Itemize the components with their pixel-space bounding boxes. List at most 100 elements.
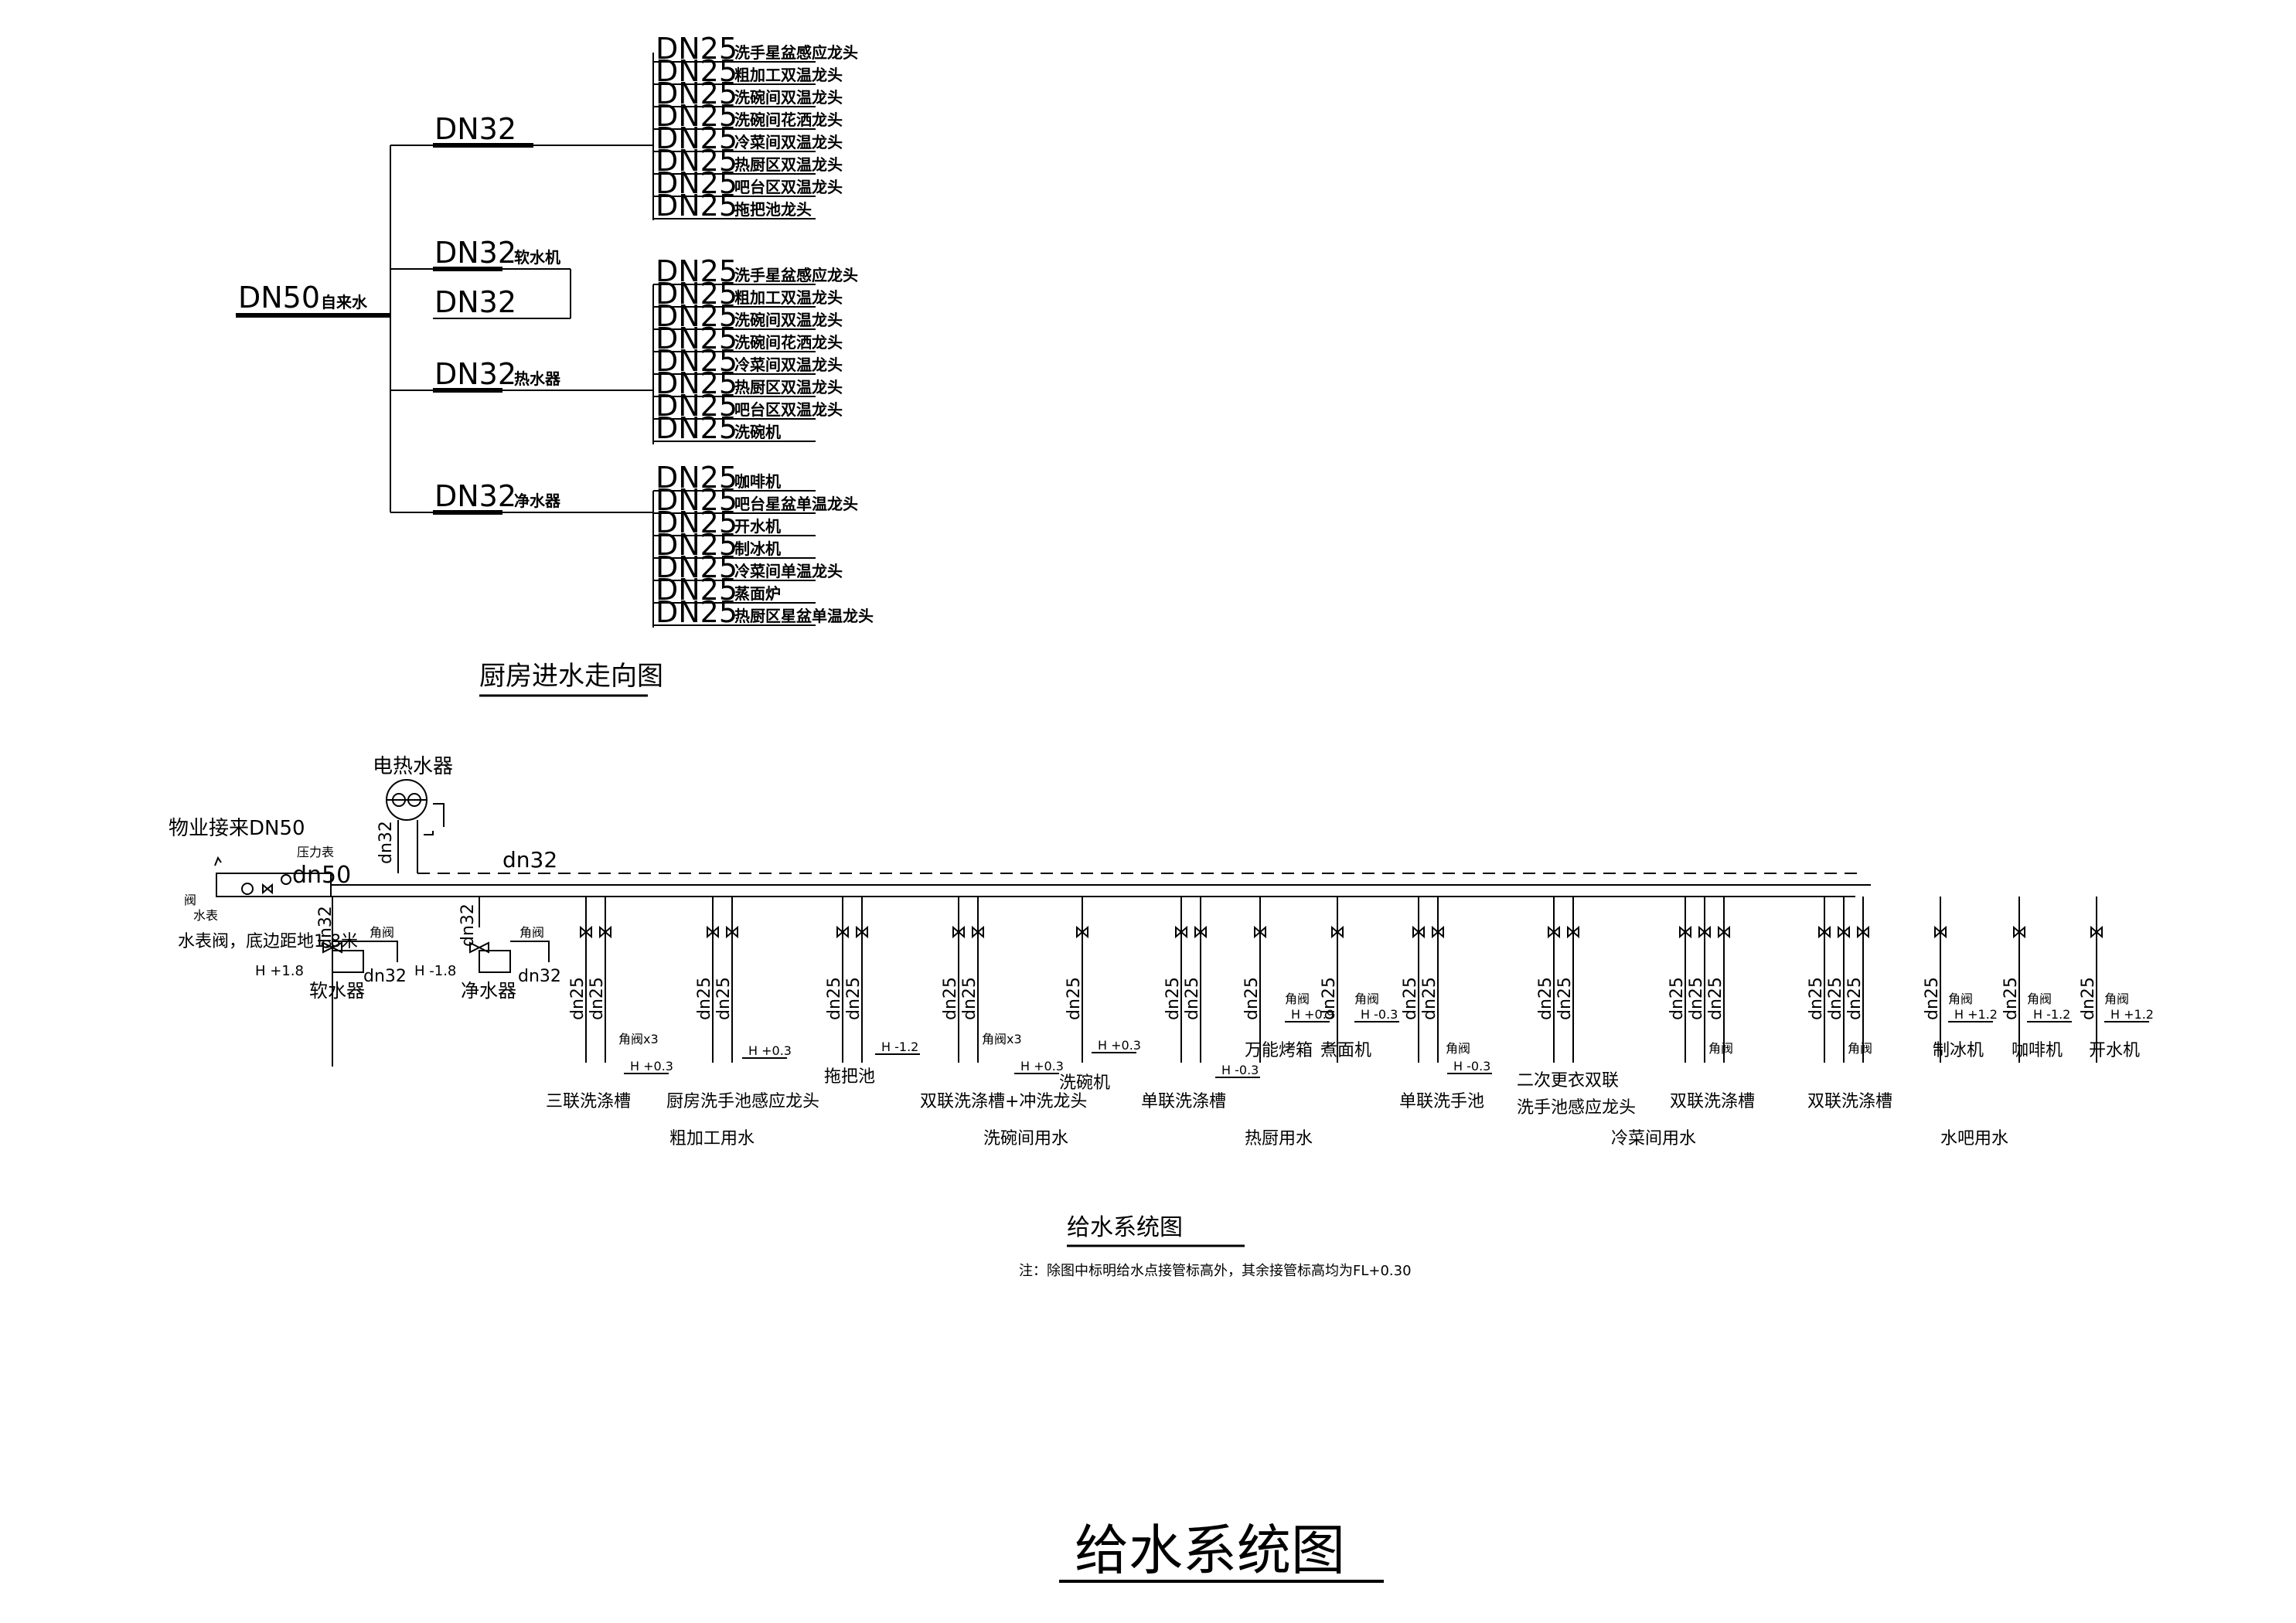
purifier-in-dn: dn32 bbox=[458, 903, 478, 947]
fixture-label: 双联洗涤槽 bbox=[1670, 1092, 1755, 1111]
branch-label: 净水器 bbox=[514, 492, 561, 510]
fixture-dn: DN25 bbox=[656, 389, 738, 423]
riser-dn: dn25 bbox=[588, 977, 607, 1020]
jiaofa-label: 角阀 bbox=[1708, 1041, 1733, 1056]
valve-icon bbox=[2013, 925, 2025, 939]
fixture-dn: DN25 bbox=[656, 54, 738, 88]
height-label: H +1.2 bbox=[2110, 1007, 2154, 1022]
softener-unit bbox=[332, 950, 364, 973]
water-supply-system-diagram: 电热水器 dn32 物业接来DN50 压力表 阀 水表 水表阀，底边距地1.8米… bbox=[169, 755, 2154, 1279]
heater-dn: dn32 bbox=[376, 821, 396, 864]
meter-note: 水表阀，底边距地1.8米 bbox=[178, 932, 358, 951]
fixture-label: 二次更衣双联 bbox=[1517, 1071, 1619, 1091]
main-label: 自来水 bbox=[321, 293, 368, 311]
height-label: H -0.3 bbox=[1221, 1063, 1259, 1077]
valve-icon bbox=[322, 941, 342, 954]
fixture-dn: DN25 bbox=[656, 550, 738, 584]
riser-dn: dn25 bbox=[1536, 977, 1555, 1020]
fixture-dn: DN25 bbox=[656, 595, 738, 629]
system-caption: 给水系统图 bbox=[1067, 1214, 1183, 1241]
fixture-dn: DN25 bbox=[656, 573, 738, 607]
system-note: 注：除图中标明给水点接管标高外，其余接管标高均为FL+0.30 bbox=[1019, 1263, 1412, 1279]
riser-dn: dn25 bbox=[1667, 977, 1687, 1020]
fixture-label: 洗手星盆感应龙头 bbox=[734, 43, 858, 62]
riser-dn: dn25 bbox=[714, 977, 734, 1020]
branch-dn: DN32 bbox=[434, 285, 516, 319]
valve-icon bbox=[856, 925, 868, 939]
fixture-label: 洗碗机 bbox=[1059, 1073, 1110, 1093]
fixture-label: 咖啡机 bbox=[2012, 1041, 2063, 1060]
fixture-dn: DN25 bbox=[656, 121, 738, 155]
fixture-dn: DN25 bbox=[656, 505, 738, 539]
valve-icon bbox=[1194, 925, 1207, 939]
fixture-dn: DN25 bbox=[656, 77, 738, 111]
valve-icon bbox=[1838, 925, 1850, 939]
fixture-label: 洗碗间双温龙头 bbox=[734, 88, 843, 107]
jiaofa-label: 角阀 bbox=[1446, 1041, 1470, 1056]
purifier-unit bbox=[479, 950, 511, 973]
jiaofa-label: 角阀 bbox=[1285, 992, 1310, 1006]
heater-label: 电热水器 bbox=[373, 755, 453, 778]
valve-icon bbox=[580, 925, 592, 939]
valve-icon bbox=[2090, 925, 2103, 939]
riser-dn: dn25 bbox=[1242, 977, 1262, 1020]
valve-icon bbox=[1857, 925, 1869, 939]
fixture-dn: DN25 bbox=[656, 254, 738, 288]
riser-dn: dn25 bbox=[1826, 977, 1845, 1020]
branch-dn: DN32 bbox=[434, 236, 516, 270]
fixture-dn: DN25 bbox=[656, 344, 738, 378]
height-label: H +0.3 bbox=[1020, 1059, 1064, 1073]
valve-icon bbox=[1818, 925, 1831, 939]
riser-dn: dn25 bbox=[2079, 977, 2098, 1020]
jiaofa-label: 角阀 bbox=[1948, 992, 1973, 1006]
branch-dn: DN32 bbox=[434, 479, 516, 513]
fixture-dn: DN25 bbox=[656, 144, 738, 178]
valve-icon bbox=[1934, 925, 1947, 939]
fixture-dn: DN25 bbox=[656, 528, 738, 562]
purifier-label: 净水器 bbox=[461, 980, 516, 1002]
riser-dn: dn25 bbox=[1807, 977, 1826, 1020]
riser-dn: dn25 bbox=[1923, 977, 1942, 1020]
fixture-label: 单联洗涤槽 bbox=[1141, 1092, 1226, 1111]
fixture-dn: DN25 bbox=[656, 299, 738, 333]
riser-dn: dn25 bbox=[695, 977, 714, 1020]
fixture-label: 吧台区双温龙头 bbox=[734, 400, 843, 419]
riser-dn: dn25 bbox=[1555, 977, 1575, 1020]
meter-tag: 压力表 bbox=[297, 845, 334, 859]
valve-icon bbox=[1076, 925, 1088, 939]
valve-icon bbox=[1432, 925, 1444, 939]
purifier-dn: dn32 bbox=[518, 967, 561, 986]
valve-icon bbox=[972, 925, 984, 939]
fixture-label: 冷菜间双温龙头 bbox=[734, 356, 843, 374]
fixture-label: 粗加工双温龙头 bbox=[734, 288, 843, 307]
valve-icon bbox=[707, 925, 719, 939]
water-meter-icon bbox=[241, 883, 254, 895]
branch-label: 热水器 bbox=[514, 369, 561, 388]
riser-dn: dn25 bbox=[568, 977, 588, 1020]
valve-icon bbox=[1412, 925, 1425, 939]
fixture-label: 洗手池感应龙头 bbox=[1517, 1098, 1636, 1118]
height-label: H -0.3 bbox=[1361, 1007, 1398, 1022]
riser-dn: dn25 bbox=[1706, 977, 1725, 1020]
height-label: H -1.2 bbox=[2033, 1007, 2070, 1022]
fixture-label: 制冰机 bbox=[734, 539, 781, 558]
fixture-label: 厨房洗手池感应龙头 bbox=[666, 1092, 819, 1111]
jiaofa-label: 角阀 bbox=[2104, 992, 2129, 1006]
valve-icon bbox=[726, 925, 738, 939]
softener-label: 软水器 bbox=[309, 980, 365, 1002]
purifier-height: H -1.8 bbox=[414, 963, 456, 979]
height-label: H +0.3 bbox=[748, 1043, 792, 1058]
routing-caption: 厨房进水走向图 bbox=[479, 661, 663, 692]
kitchen-inlet-routing-diagram: DN50 自来水 DN32 DN32 软水机 DN32 DN32 热水器 DN3… bbox=[236, 32, 874, 697]
zone-label: 洗碗间用水 bbox=[983, 1129, 1068, 1148]
meter-tag: 水表 bbox=[193, 908, 218, 923]
riser-dn: dn25 bbox=[844, 977, 864, 1020]
height-label: H +1.2 bbox=[1954, 1007, 1998, 1022]
valve-icon bbox=[836, 925, 849, 939]
fixture-label: 开水机 bbox=[734, 517, 781, 536]
valve-icon bbox=[469, 941, 489, 954]
valve-icon bbox=[1548, 925, 1560, 939]
fixture-label: 吧台区双温龙头 bbox=[734, 178, 843, 196]
fixture-label: 单联洗手池 bbox=[1399, 1092, 1484, 1111]
supply-label: 物业接来DN50 bbox=[169, 817, 305, 840]
